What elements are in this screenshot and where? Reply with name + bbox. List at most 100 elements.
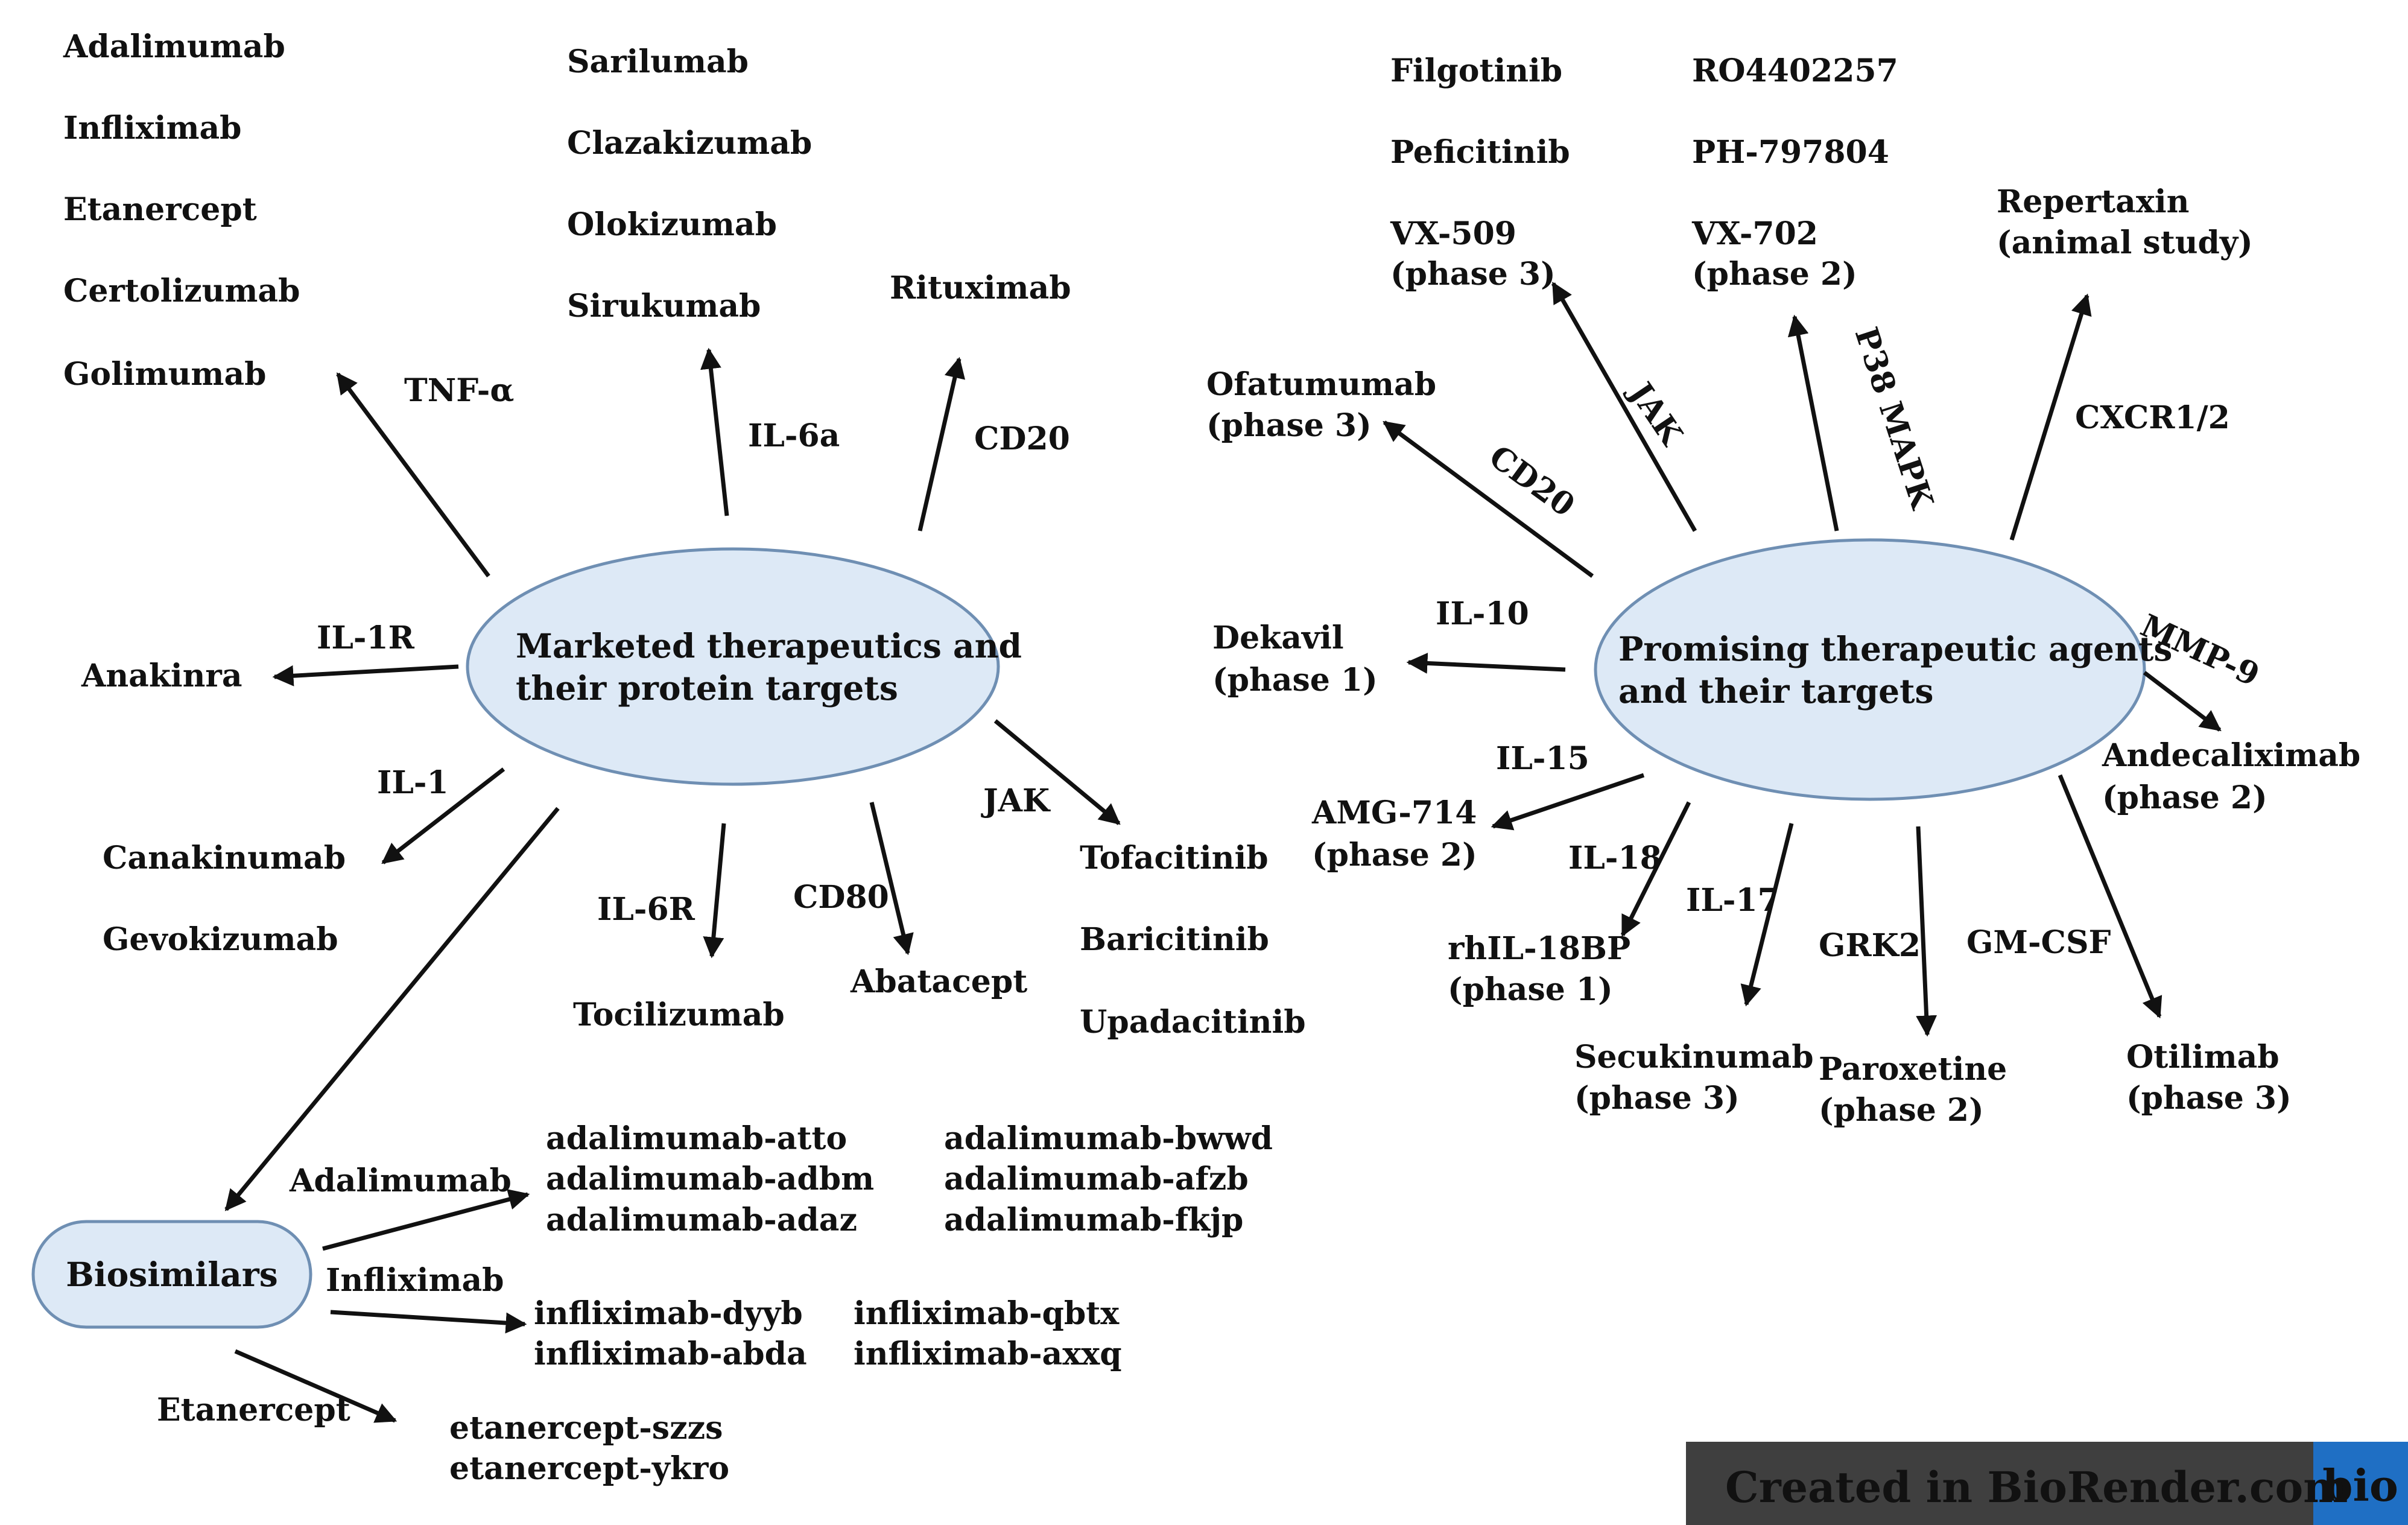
p-mmp9-group: Andecaliximab (phase 2) MMP-9 <box>2102 607 2360 816</box>
jak-group: Tofacitinib Baricitinib Upadacitinib JAK <box>981 719 1306 1041</box>
tnf-drug: Infliximab <box>63 110 242 147</box>
il6r-arrow <box>703 823 726 959</box>
p-il17-group: Secukinumab (phase 3) IL-17 <box>1574 823 1814 1117</box>
p-p38-group: RO4402257 PH-797804 VX-702 (phase 2) P38… <box>1691 52 1941 531</box>
p-il15-main: (phase 2) <box>1312 837 1477 873</box>
badge-logo: bio <box>2322 1460 2398 1511</box>
jak-drug: Upadacitinib <box>1080 1004 1306 1041</box>
badge-background <box>1686 1442 2408 1525</box>
tnf-drug: Etanercept <box>63 191 257 228</box>
tnf-drug: Adalimumab <box>63 28 285 65</box>
p-jak-main: (phase 3) <box>1390 256 1556 293</box>
p-il10-target-label: IL-10 <box>1436 595 1529 632</box>
il1-drug: Canakinumab <box>103 840 346 877</box>
cd80-target-label: CD80 <box>793 879 889 916</box>
cd20-group: Rituximab CD20 <box>890 270 1071 531</box>
biosim-adalimumab-item: adalimumab-bwwd <box>944 1120 1273 1157</box>
marketed-title-line1: Marketed therapeutics and <box>516 626 1022 665</box>
p-cd20-arrow <box>1383 420 1594 578</box>
p-il10-group: Dekavil (phase 1) IL-10 <box>1212 595 1566 699</box>
cd20-arrow <box>917 357 966 531</box>
biosimilars-box <box>31 1220 312 1329</box>
p-il18-target-label: IL-18 <box>1568 840 1662 877</box>
tnf-arrow <box>336 372 490 578</box>
il6r-target-label: IL-6R <box>597 891 695 928</box>
il6r-group: Tocilizumab IL-6R <box>573 823 785 1033</box>
il6a-group: Sarilumab Clazakizumab Olokizumab Siruku… <box>567 43 840 516</box>
biosim-adalimumab-group: Adalimumab adalimumab-atto adalimumab-ad… <box>289 1120 1273 1251</box>
biosimilars-label: Biosimilars <box>66 1255 277 1294</box>
promising-title-line1: Promising therapeutic agents <box>1618 629 2172 668</box>
biosim-infliximab-label: Infliximab <box>326 1262 504 1299</box>
p-il18-arrow <box>1620 801 1691 937</box>
p-il17-main: Secukinumab <box>1574 1039 1814 1076</box>
il1r-drug: Anakinra <box>81 658 242 694</box>
il1-arrow <box>381 767 505 864</box>
biosim-infliximab-group: Infliximab infliximab-dyyb infliximab-ab… <box>326 1262 1122 1372</box>
biosim-etanercept-group: Etanercept etanercept-szzs etanercept-yk… <box>157 1349 729 1487</box>
p-il10-main: (phase 1) <box>1212 662 1378 699</box>
marketed-to-biosimilars-arrow <box>224 807 560 1211</box>
p-jak-arrow <box>1551 281 1697 532</box>
badge-caption: Created in BioRender.com <box>1725 1462 2348 1512</box>
p-grk2-arrow <box>1916 826 1937 1037</box>
p-il18-group: rhIL-18BP (phase 1) IL-18 <box>1448 801 1691 1008</box>
jak-drug: Tofacitinib <box>1080 840 1269 877</box>
badge-prefix: Created in <box>1725 1462 1988 1512</box>
p-il15-main: AMG-714 <box>1311 794 1477 831</box>
p-il15-group: AMG-714 (phase 2) IL-15 <box>1311 740 1645 873</box>
biosim-infliximab-item: infliximab-axxq <box>854 1336 1122 1372</box>
p-cd20-group: Ofatumumab (phase 3) CD20 <box>1206 366 1594 578</box>
il1r-arrow <box>272 664 459 686</box>
biosim-adalimumab-label: Adalimumab <box>289 1162 512 1199</box>
p-grk2-main: Paroxetine <box>1819 1051 2007 1088</box>
il6a-drug: Olokizumab <box>567 206 777 243</box>
marketed-ellipse <box>466 547 1000 786</box>
p-p38-drug: RO4402257 <box>1692 52 1898 89</box>
il1r-target-label: IL-1R <box>317 620 415 656</box>
tnf-drug: Certolizumab <box>63 273 300 309</box>
biosim-adalimumab-arrow <box>322 1189 530 1251</box>
p-p38-drug: PH-797804 <box>1692 134 1889 171</box>
marketed-title-line2: their protein targets <box>516 668 898 708</box>
biosim-etanercept-item: etanercept-ykro <box>449 1450 729 1487</box>
p-gmcsf-main: Otilimab <box>2126 1039 2280 1076</box>
il6a-drug: Sarilumab <box>567 43 749 80</box>
biosim-adalimumab-item: adalimumab-afzb <box>944 1161 1249 1197</box>
p-il17-main: (phase 3) <box>1574 1080 1740 1117</box>
p-gmcsf-arrow <box>2058 774 2162 1019</box>
p-il17-arrow <box>1740 823 1794 1007</box>
p-grk2-target-label: GRK2 <box>1819 927 1921 964</box>
biosim-etanercept-arrow <box>234 1349 398 1423</box>
p-jak-drug: Peficitinib <box>1390 134 1570 171</box>
p-gmcsf-target-label: GM-CSF <box>1966 924 2111 961</box>
biosim-adalimumab-item: adalimumab-atto <box>546 1120 847 1157</box>
biosim-infliximab-item: infliximab-dyyb <box>534 1295 803 1332</box>
jak-target-label: JAK <box>981 782 1051 819</box>
il1-group: Canakinumab Gevokizumab IL-1 <box>103 764 505 958</box>
p-mmp9-main: Andecaliximab <box>2102 737 2360 774</box>
p-p38-main: (phase 2) <box>1692 256 1857 293</box>
p-cxcr-arrow <box>2009 293 2092 541</box>
p-il15-arrow <box>1491 773 1645 831</box>
badge-brand: BioRender.com <box>1988 1462 2348 1512</box>
il6r-drug: Tocilizumab <box>573 997 785 1033</box>
p-cd20-main: Ofatumumab <box>1206 366 1436 403</box>
p-jak-target-label: JAK <box>1621 374 1690 452</box>
p-gmcsf-main: (phase 3) <box>2126 1080 2292 1117</box>
p-il15-target-label: IL-15 <box>1496 740 1589 777</box>
marketed-node: Marketed therapeutics and their protein … <box>466 547 1022 786</box>
p-cxcr-group: Repertaxin (animal study) CXCR1/2 <box>1997 183 2253 541</box>
p-cxcr-target-label: CXCR1/2 <box>2075 399 2230 436</box>
cd80-arrow <box>869 802 914 956</box>
biosim-infliximab-item: infliximab-abda <box>534 1336 807 1372</box>
tnf-target-label: TNF-α <box>404 372 514 409</box>
il6a-target-label: IL-6a <box>748 417 840 454</box>
il1r-group: Anakinra IL-1R <box>81 620 459 694</box>
biosim-adalimumab-item: adalimumab-fkjp <box>944 1202 1243 1238</box>
biosim-infliximab-item: infliximab-qbtx <box>854 1295 1120 1332</box>
p-grk2-group: Paroxetine (phase 2) GRK2 <box>1819 826 2007 1129</box>
cd20-target-label: CD20 <box>974 420 1070 457</box>
cd80-group: Abatacept CD80 <box>793 802 1027 1000</box>
